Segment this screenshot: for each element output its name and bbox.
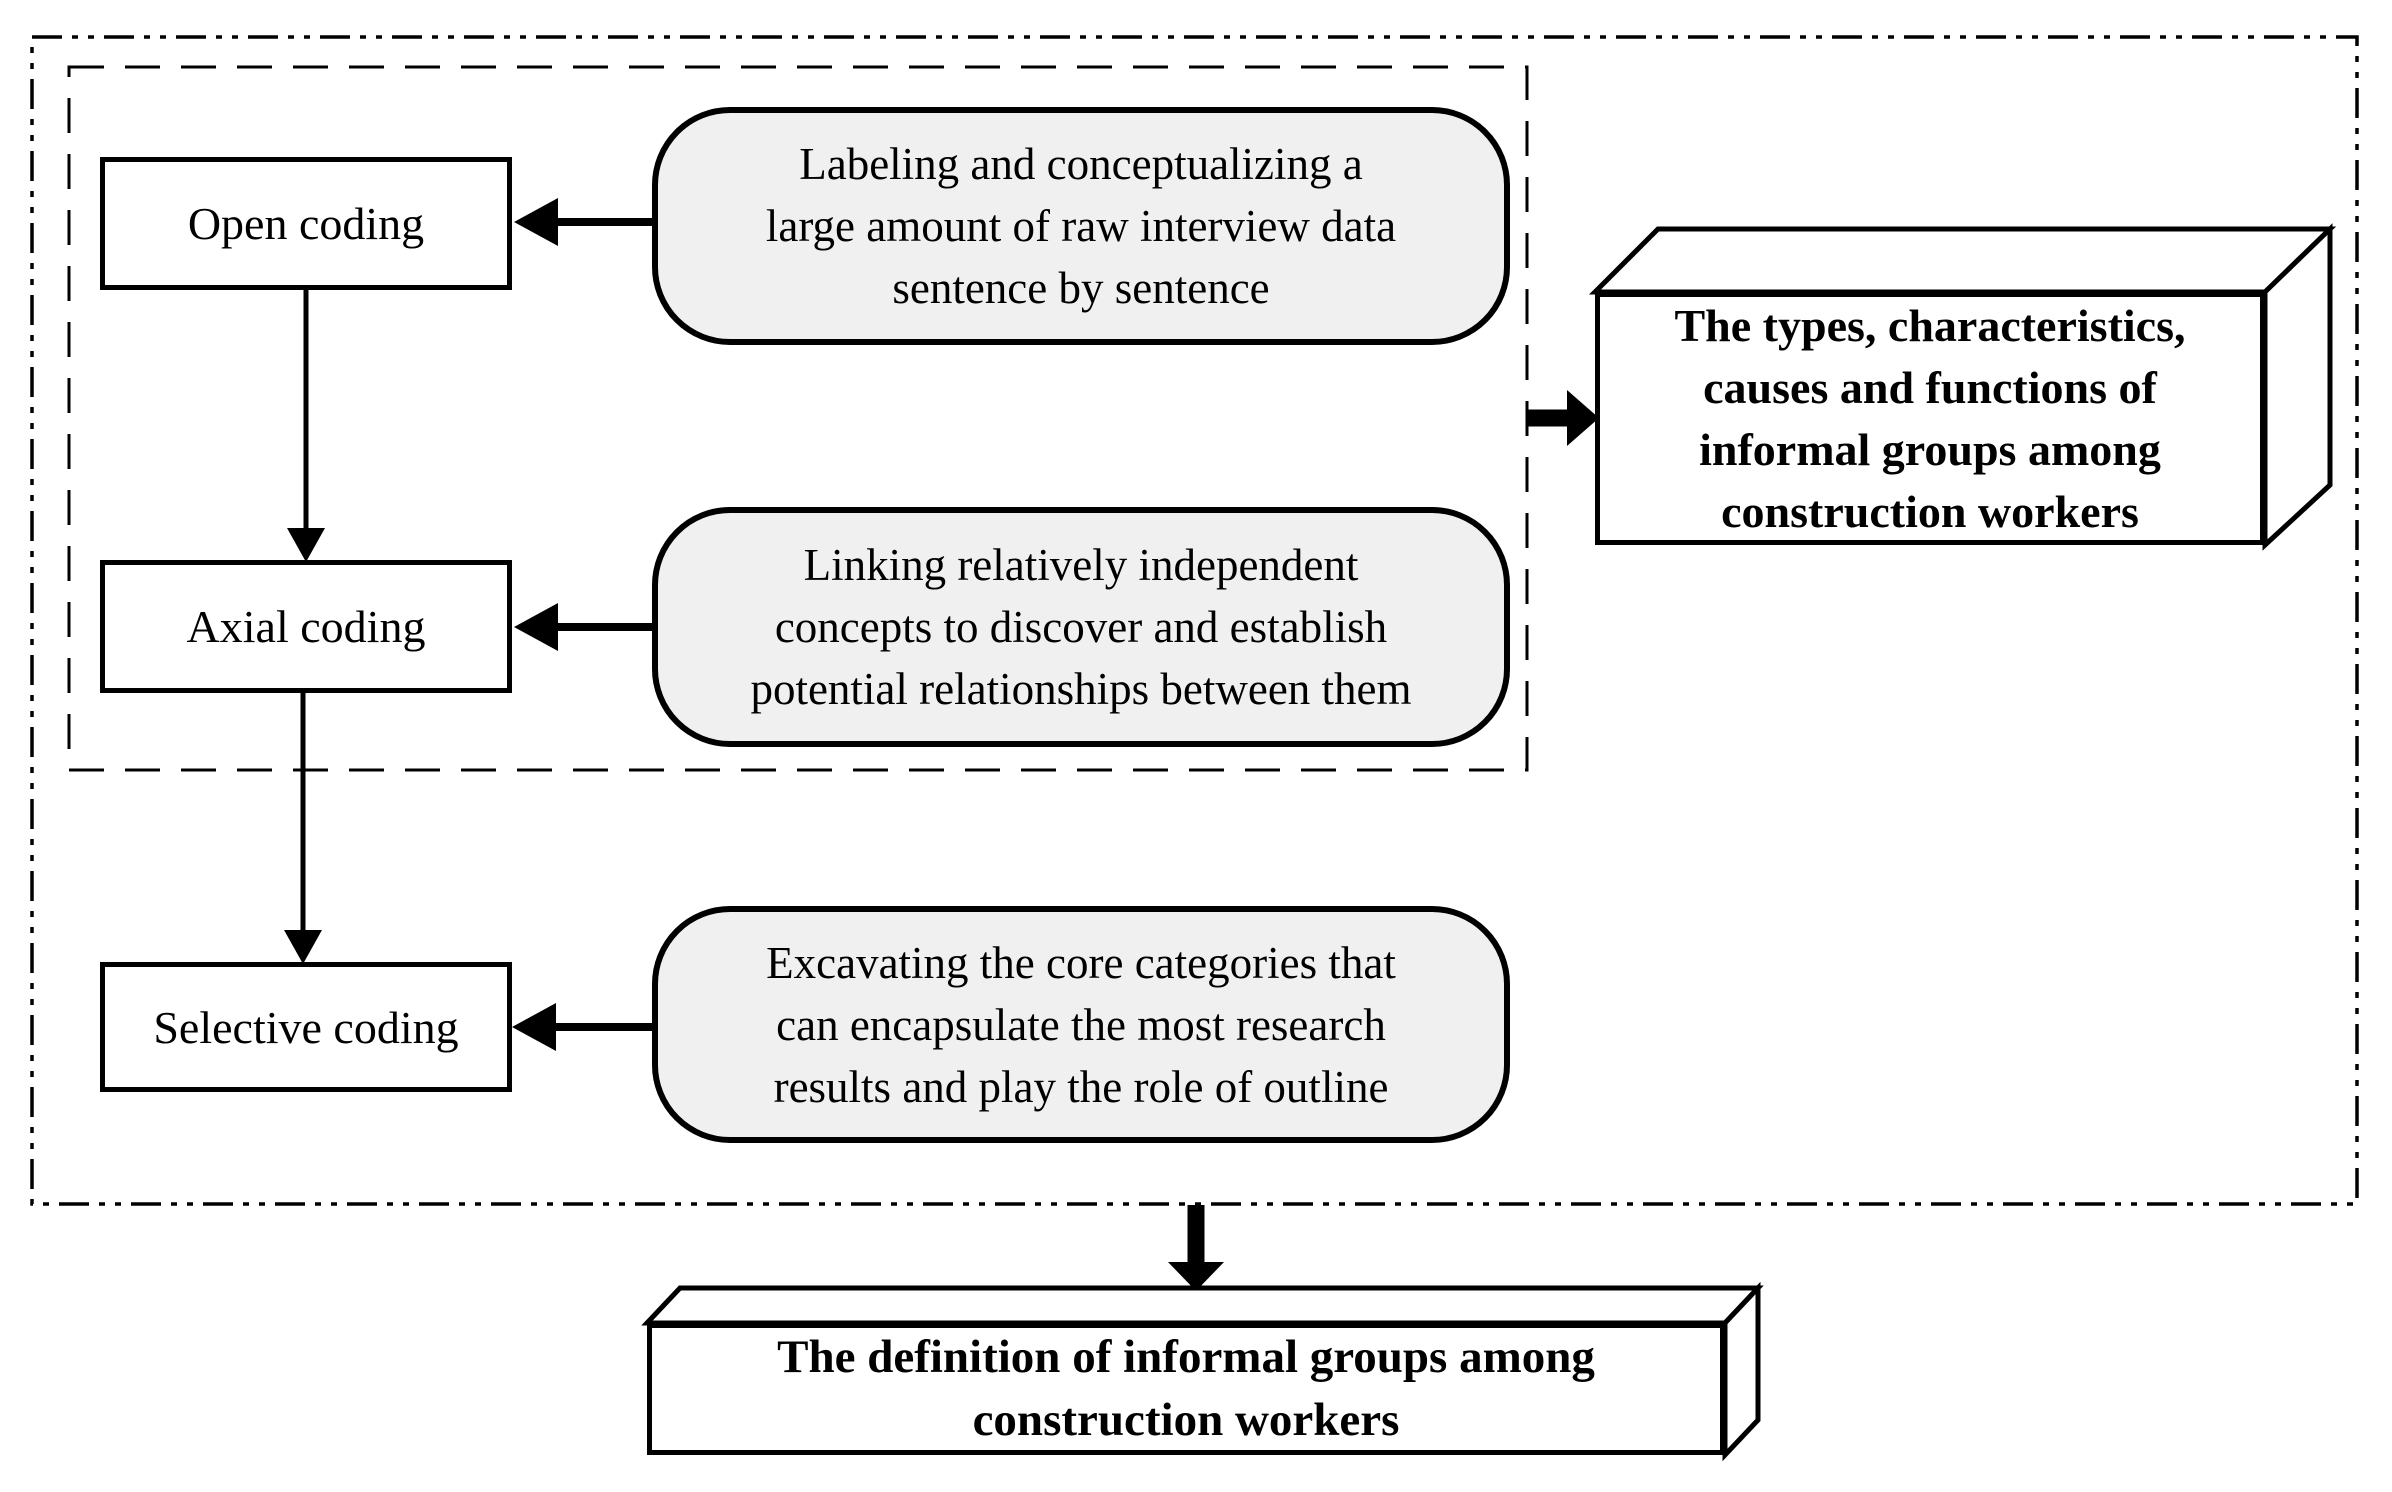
arrowhead-open-to-axial-icon [287,528,325,562]
types-box-line: causes and functions of [1703,361,2157,413]
description-line: sentence by sentence [892,263,1270,313]
description-line: results and play the role of outline [773,1061,1389,1112]
types-box-top-face [1588,226,2337,295]
definition-box-side-face [1722,1281,1761,1462]
open-coding-box: Open coding [100,157,512,290]
thick-arrowhead-to-definition-box-icon [1168,1262,1224,1291]
definition-box-top-face [641,1285,1764,1326]
definition-box-line: construction workers [972,1394,1400,1446]
description-line: Labeling and conceptualizing a [799,139,1363,189]
description-line: Linking relatively independent [803,540,1359,590]
description-line: concepts to discover and establish [774,602,1388,652]
types-box-side-face [2262,223,2333,551]
arrowhead-desc-to-axial-icon [514,603,558,651]
arrowhead-desc-to-open-icon [514,198,558,246]
axial-coding-box: Axial coding [100,560,512,693]
selective-coding-box: Selective coding [100,962,512,1092]
selective-coding-label: Selective coding [153,1001,459,1053]
selective-coding-description-box: Excavating the core categories that can … [652,906,1510,1143]
outer-dashdot-frame [30,35,2359,1206]
axial-coding-label: Axial coding [186,601,426,652]
definition-box-line: The definition of informal groups among [777,1331,1595,1383]
description-line: can encapsulate the most research [776,999,1386,1050]
open-coding-description-box: Labeling and conceptualizing a large amo… [652,107,1510,345]
description-line: potential relationships between them [750,664,1412,714]
definition-output-box: The definition of informal groups among … [647,1323,1725,1455]
types-box-line: informal groups among [1699,423,2161,475]
arrowhead-axial-to-selective-icon [284,930,322,964]
open-coding-label: Open coding [187,198,425,249]
description-line: Excavating the core categories that [766,937,1396,988]
types-box-line: The types, characteristics, [1674,299,2186,351]
axial-coding-description-box: Linking relatively independent concepts … [652,507,1510,747]
arrowhead-desc-to-selective-icon [512,1003,556,1051]
description-line: large amount of raw interview data [765,201,1397,251]
types-box-line: construction workers [1721,485,2139,537]
thick-arrowhead-to-types-box-icon [1567,390,1599,446]
types-output-box: The types, characteristics, causes and f… [1595,292,2265,545]
